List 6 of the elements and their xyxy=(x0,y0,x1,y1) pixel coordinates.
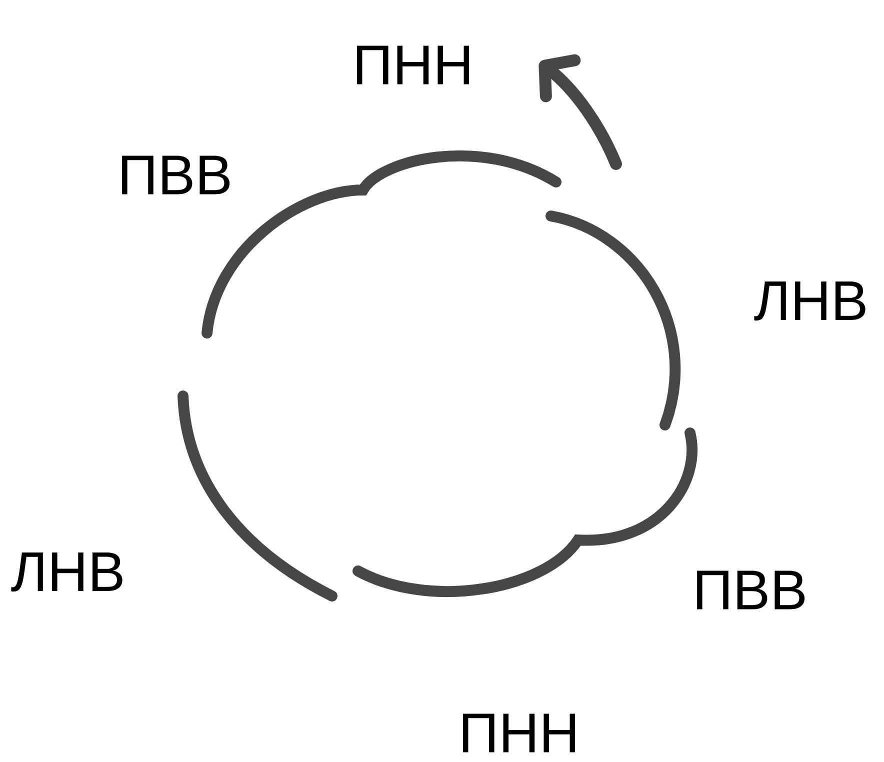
cycle-label: ПВВ xyxy=(122,156,230,194)
cycle-label: ЛНВ xyxy=(11,552,122,592)
cycle-label: ПВВ xyxy=(697,570,805,610)
cycle-label: ЛНВ xyxy=(754,282,866,320)
cycle-label: ПНН xyxy=(462,714,576,752)
cycle-label: ПНН xyxy=(356,46,470,84)
